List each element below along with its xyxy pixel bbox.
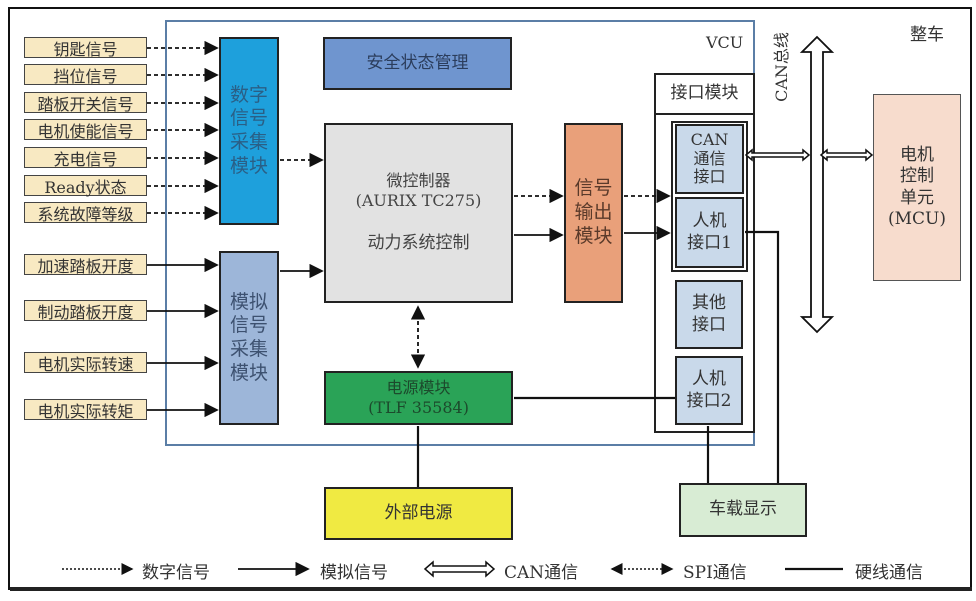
analog-input-signal[interactable]: 制动踏板开度 <box>24 300 147 322</box>
can-interface[interactable]: CAN 通信 接口 <box>675 124 744 194</box>
safety-state-management[interactable]: 安全状态管理 <box>323 37 512 90</box>
legend-can-arrow <box>423 560 496 578</box>
can-bus-arrow <box>799 35 835 334</box>
digital-input-signal[interactable]: 挡位信号 <box>24 64 147 86</box>
ext-power-label: 外部电源 <box>384 502 453 523</box>
hmi-interface-1[interactable]: 人机 接口1 <box>675 197 744 268</box>
mcu-model: (AURIX TC275) <box>355 191 482 211</box>
other-interface[interactable]: 其他 接口 <box>675 280 743 349</box>
mcu-function: 动力系统控制 <box>367 233 470 254</box>
can-hmi-group <box>671 121 748 272</box>
hmi2-line: 接口2 <box>686 390 732 411</box>
safety-label: 安全状态管理 <box>366 52 469 73</box>
digital-acq-line: 数字 <box>229 83 268 106</box>
analog-acq-line: 信号 <box>229 314 268 337</box>
legend-digital-label: 数字信号 <box>142 563 210 583</box>
hmi1-line: 人机 <box>692 211 727 232</box>
analog-acq-line: 采集 <box>229 338 268 360</box>
interface-title-label: 接口模块 <box>670 83 739 104</box>
signal-out-line: 模块 <box>574 224 613 247</box>
hmi1-line: 接口1 <box>687 232 732 253</box>
interface-module-title: 接口模块 <box>654 73 755 115</box>
can-if-line: 接口 <box>693 167 726 187</box>
digital-input-signal[interactable]: 钥匙信号 <box>24 37 147 59</box>
digital-input-signal[interactable]: 电机使能信号 <box>24 119 147 141</box>
microcontroller[interactable]: 微控制器 (AURIX TC275) 动力系统控制 <box>324 123 513 303</box>
mcu-unit-line: 控制 <box>899 166 934 187</box>
digital-acq-line: 采集 <box>229 131 268 153</box>
digital-input-signal[interactable]: Ready状态 <box>24 175 147 197</box>
other-if-line: 其他 <box>692 293 726 314</box>
analog-acq-line: 模块 <box>229 361 268 384</box>
analog-input-wires <box>147 257 219 418</box>
analog-input-signal[interactable]: 电机实际转速 <box>24 352 147 374</box>
power-model: (TLF 35584) <box>368 398 469 417</box>
frame-shadow <box>10 587 972 591</box>
mcu-unit-line: 单元 <box>899 187 934 208</box>
display-label: 车载显示 <box>709 499 777 520</box>
analog-input-signal[interactable]: 电机实际转矩 <box>24 399 147 421</box>
digital-acquisition-module[interactable]: 数字 信号 采集 模块 <box>219 37 279 225</box>
vehicle-display[interactable]: 车载显示 <box>679 483 807 537</box>
digital-input-signal[interactable]: 充电信号 <box>24 147 147 169</box>
legend-spi-label: SPI通信 <box>683 563 747 583</box>
mcu-name: 微控制器 <box>386 171 451 191</box>
bus-to-motor-control <box>819 148 874 162</box>
hmi1-to-display <box>745 230 780 483</box>
analog-acquisition-module[interactable]: 模拟 信号 采集 模块 <box>219 251 279 425</box>
digital-acq-line: 信号 <box>229 107 268 130</box>
legend-hardwire-label: 硬线通信 <box>855 563 923 583</box>
analog-input-signal[interactable]: 加速踏板开度 <box>24 254 147 276</box>
signal-output-module[interactable]: 信号 输出 模块 <box>564 123 623 303</box>
legend-analog-label: 模拟信号 <box>320 563 388 583</box>
can-if-line: CAN <box>690 130 729 150</box>
analog-acq-line: 模拟 <box>229 290 268 313</box>
signal-out-line: 输出 <box>574 201 613 224</box>
digital-input-signal[interactable]: 踏板开关信号 <box>24 92 147 114</box>
vcu-label: VCU <box>706 33 744 52</box>
legend-can-label: CAN通信 <box>504 563 579 583</box>
can-if-to-bus <box>744 148 811 162</box>
power-module[interactable]: 电源模块 (TLF 35584) <box>324 371 513 425</box>
hmi2-line: 人机 <box>691 369 726 390</box>
other-if-line: 接口 <box>692 314 726 335</box>
digital-acq-line: 模块 <box>229 154 268 177</box>
mcu-unit-line: (MCU) <box>887 208 946 229</box>
signal-out-line: 信号 <box>574 177 613 200</box>
mcu-unit-line: 电机 <box>899 145 934 165</box>
digital-input-wires <box>147 40 219 221</box>
vehicle-label: 整车 <box>910 25 944 45</box>
external-power[interactable]: 外部电源 <box>324 487 513 540</box>
can-if-line: 通信 <box>693 148 726 168</box>
power-name: 电源模块 <box>386 378 451 397</box>
motor-control-unit[interactable]: 电机 控制 单元 (MCU) <box>873 94 961 281</box>
digital-input-signal[interactable]: 系统故障等级 <box>24 202 147 224</box>
hmi-interface-2[interactable]: 人机 接口2 <box>675 356 743 425</box>
